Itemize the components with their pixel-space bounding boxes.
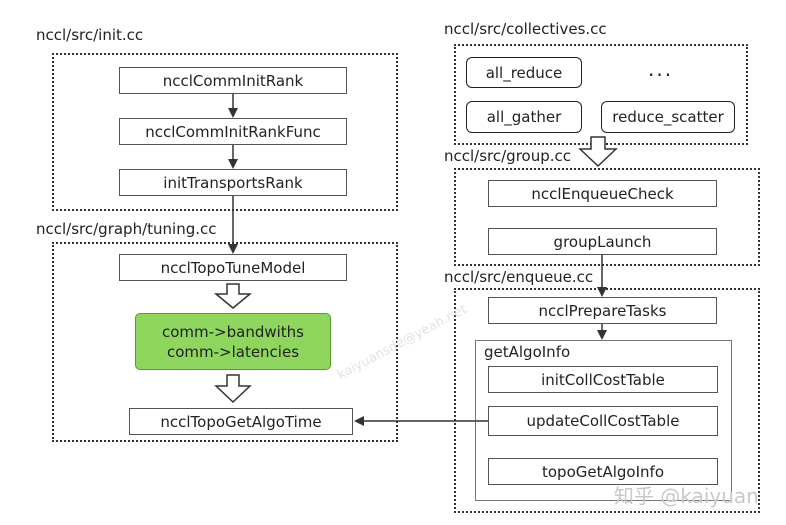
tuning-label: nccl/src/graph/tuning.cc [36, 220, 217, 238]
box-all-reduce: all_reduce [466, 57, 582, 88]
block-arrow-tune-to-green [213, 283, 253, 309]
box-comm-bandwiths-latencies: comm->bandwiths comm->latencies [135, 313, 331, 370]
box-grouplaunch: groupLaunch [488, 228, 717, 255]
box-ncclcomminitrank: ncclCommInitRank [119, 67, 347, 94]
box-ncclpreparetasks: ncclPrepareTasks [488, 297, 717, 324]
enqueue-label: nccl/src/enqueue.cc [444, 268, 594, 286]
box-all-gather: all_gather [466, 101, 582, 133]
box-ncclcomminitrankfunc: ncclCommInitRankFunc [119, 118, 347, 145]
watermark-corner: 知乎 @kaiyuan [614, 484, 759, 508]
tuning-group [52, 242, 398, 442]
box-topogetalgoinfo: topoGetAlgoInfo [488, 458, 718, 485]
init-group [52, 53, 398, 211]
init-label: nccl/src/init.cc [36, 26, 144, 44]
box-updatecollcosttable: updateCollCostTable [488, 406, 718, 436]
box-initcollcosttable: initCollCostTable [488, 366, 718, 393]
group-label: nccl/src/group.cc [444, 147, 572, 165]
block-arrow-collectives-to-group [578, 136, 618, 168]
block-arrow-green-to-algotime [214, 374, 252, 404]
box-reduce-scatter: reduce_scatter [601, 101, 735, 133]
collectives-label: nccl/src/collectives.cc [444, 20, 607, 38]
comm-bandwiths-text: comm->bandwiths [161, 322, 304, 341]
group-group [454, 168, 760, 266]
comm-latencies-text: comm->latencies [166, 342, 300, 361]
box-ncclenqueuecheck: ncclEnqueueCheck [488, 180, 717, 207]
getalgoinfo-label: getAlgoInfo [484, 343, 571, 361]
box-nccltopogetalgotime: ncclTopoGetAlgoTime [129, 408, 353, 435]
box-inittransportsrank: initTransportsRank [119, 169, 347, 196]
ellipsis-text: ... [648, 57, 674, 81]
enqueue-group [454, 288, 760, 513]
box-nccltopotunemodel: ncclTopoTuneModel [119, 254, 347, 281]
